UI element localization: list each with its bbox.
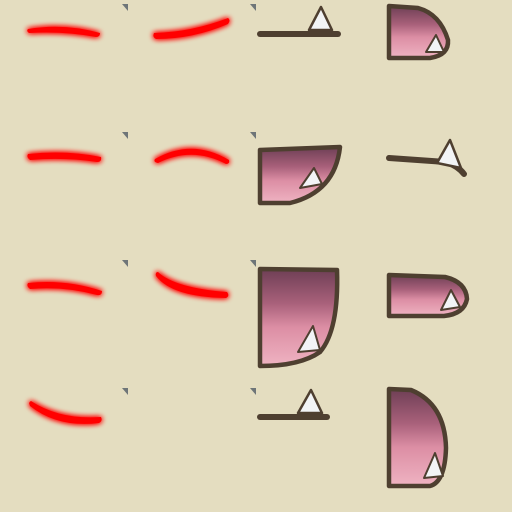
mouth-open-medium: [257, 144, 343, 206]
cell-corner-marks: [122, 4, 256, 395]
corner-mark: [122, 388, 128, 395]
mouth-closed-fang: [257, 5, 341, 37]
corner-mark: [122, 4, 128, 11]
mouth-open-wide: [386, 386, 449, 489]
corner-mark: [250, 4, 256, 11]
corner-mark: [250, 260, 256, 267]
mouth-open-large: [257, 266, 340, 369]
corner-mark: [250, 388, 256, 395]
mouth-closed-fang-2: [386, 138, 467, 177]
mouth-open-small: [386, 3, 451, 61]
corner-mark: [250, 132, 256, 139]
eyebrow-flat-1: [27, 26, 101, 37]
eyebrow-flat-3: [27, 282, 102, 296]
eyebrow-tilted: [155, 272, 229, 298]
corner-mark: [122, 260, 128, 267]
mouth-closed-fang-3: [257, 388, 330, 420]
eyebrow-flat-2: [27, 152, 102, 162]
eyebrow-raised: [153, 18, 230, 39]
mouth-sprites: [257, 3, 470, 489]
eyebrow-curved: [29, 401, 102, 424]
corner-mark: [122, 132, 128, 139]
eyebrow-arched: [154, 148, 230, 164]
mouth-half-open: [386, 272, 470, 319]
eyebrow-sprites: [27, 18, 230, 424]
